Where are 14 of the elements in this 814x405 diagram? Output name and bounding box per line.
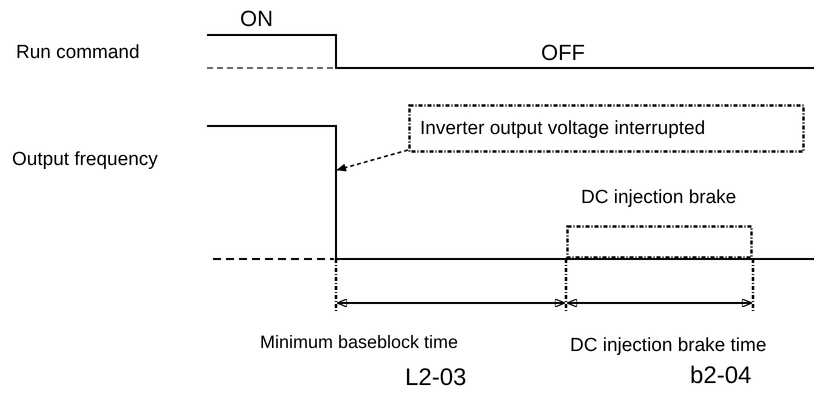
box-heading: DC injection brake <box>581 188 736 207</box>
parameter-code: b2-04 <box>690 364 752 388</box>
signal-label: Run command <box>16 43 140 62</box>
parameter-code: L2-03 <box>405 366 466 390</box>
state-label: ON <box>240 8 273 30</box>
signal-label: Output frequency <box>12 150 158 169</box>
dimension-text: DC injection brake time <box>570 336 766 355</box>
callout-box <box>408 104 805 153</box>
brake-interval-box <box>566 186 754 260</box>
state-label: OFF <box>541 42 585 64</box>
frequency-drop-line <box>335 125 337 260</box>
leader-arrow <box>336 149 408 172</box>
callout-text: Inverter output voltage interrupted <box>420 119 706 138</box>
dimension-text: Minimum baseblock time <box>260 333 458 351</box>
